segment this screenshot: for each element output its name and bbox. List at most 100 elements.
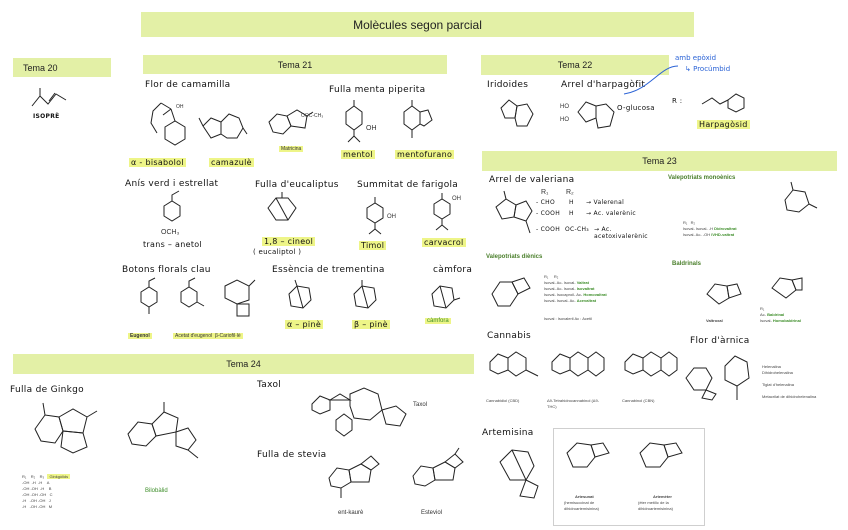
valerenic-row-1-result: → Valerenal xyxy=(586,199,625,206)
ginkgo-j-r2: -OH xyxy=(29,498,37,503)
matricin-structure xyxy=(268,109,314,135)
harpagoside-r: R : xyxy=(672,97,683,105)
ginkgo-col-r3: R₃ xyxy=(39,474,45,479)
ginkgo-j-r3: -OH xyxy=(38,498,46,503)
matricin-ester: OOC-CH₃ xyxy=(301,113,324,119)
bisabolol-structure xyxy=(150,102,186,146)
homovaltrat: Homovaltrat xyxy=(583,292,607,297)
section-tema-23: Tema 23 xyxy=(482,151,837,171)
artesunate-structure xyxy=(566,442,610,468)
valtrat: Valtrat xyxy=(576,280,589,285)
dienic-table: R₁ R₂ Isoval- Ac- Isoval- Valtrat Isoval… xyxy=(544,274,607,303)
ginkgo-a-r2: -H xyxy=(31,480,36,485)
harpagoside-ho1: HO xyxy=(560,104,569,110)
helenalin-structure xyxy=(685,367,717,401)
eugenol-label: Eugenol xyxy=(128,333,152,339)
fulla-eucaliptus-heading: Fulla d'eucaliptus xyxy=(255,180,339,190)
valepotriats-dienics-heading: Valepotriats diènics xyxy=(486,254,543,260)
chamazulene-structure xyxy=(198,113,248,139)
artemether-label: Artemèter xyxy=(653,494,672,499)
anethole-structure xyxy=(163,190,181,222)
acevaltrat: Acevaltrat xyxy=(576,298,597,303)
steviol-label: Esteviol xyxy=(421,510,443,516)
eugenol-acetate-structure xyxy=(180,277,205,308)
ginkgo-j: J xyxy=(48,498,51,503)
taxol-heading: Taxol xyxy=(257,380,282,390)
baldrinal: Baldrinal xyxy=(767,312,785,317)
menthol-oh: OH xyxy=(366,125,377,132)
ginkgo-b-r2: -OH xyxy=(30,486,38,491)
section-tema-20: Tema 20 xyxy=(13,58,111,77)
bilobalide-label: Bilobàlid xyxy=(145,488,168,494)
camphor-structure xyxy=(431,285,461,309)
ginkgo-c-r3: -OH xyxy=(38,492,47,497)
menthofuran-structure xyxy=(403,100,433,138)
beta-pinene-label: β – pinè xyxy=(352,320,390,329)
essencia-heading: Essència de trementina xyxy=(272,265,385,275)
baldrinals-heading: Baldrinals xyxy=(672,261,702,267)
valtroxal-label: Valtroxal xyxy=(706,318,723,323)
helenalina: Helenalina xyxy=(762,364,781,369)
fulla-menta-heading: Fulla menta piperita xyxy=(329,85,426,95)
iridoides-heading: Iridoides xyxy=(487,80,529,90)
ginkgo-b-r1: -OH xyxy=(22,486,30,491)
valerenic-row-3-result: → Ac. acetoxivalerènic xyxy=(594,226,648,240)
valerenic-row-2-r1: - COOH xyxy=(536,210,561,217)
dihidrohelenalina: Dihidrohelenalina xyxy=(762,370,793,375)
arnica-table: Helenalina Dihidrohelenalina Tiglat d'he… xyxy=(762,364,816,400)
monoenic-structure xyxy=(784,181,818,213)
section-tema-20-label: Tema 20 xyxy=(23,62,58,73)
ivhd-valtrat: IVHD-valtrat xyxy=(711,232,735,237)
harpagoside-glucose: O-glucosa xyxy=(617,104,655,112)
ent-kaurene-structure xyxy=(328,455,380,498)
ginkgo-m-r2: -OH xyxy=(29,504,37,509)
eugenol-structure xyxy=(140,277,158,314)
camphor-heading: càmfora xyxy=(433,265,473,275)
anis-heading: Anís verd i estrellat xyxy=(125,179,219,189)
arrel-harpagofit-heading: Arrel d'harpagòfit xyxy=(561,80,646,90)
summitat-heading: Summitat de farigola xyxy=(357,180,459,190)
beta-pinene-structure xyxy=(353,280,377,309)
eucalyptol-label: ( eucaliptol ) xyxy=(253,248,302,256)
ginkgo-a-r1: -OH xyxy=(22,480,30,485)
artemisinin-derivatives-box xyxy=(553,428,705,526)
thymol-structure xyxy=(366,197,384,235)
ginkgo-c: C xyxy=(49,492,53,497)
caryophyllene-structure xyxy=(224,279,256,317)
procumbide-note: ↳ Procúmbid xyxy=(685,65,731,73)
valtroxal-structure xyxy=(706,283,742,305)
valerenic-r2-head: R₂ xyxy=(566,189,574,196)
caryophyllene-label: β-Cariofil·lè xyxy=(213,333,243,339)
ginkgo-heading: Fulla de Ginkgo xyxy=(10,385,84,395)
metacrilat-dihidrohelenalina: Metacrilat de dihidrohelenalina xyxy=(762,394,817,399)
homobaldrinal: Homobaldrinal xyxy=(772,318,801,323)
ginkgo-c-r2: -OH xyxy=(30,492,38,497)
thymol-label: Timol xyxy=(359,241,387,250)
eugenol-acetate-label: Acetat d'eugenol xyxy=(173,333,215,339)
ginkgo-j-r1: -H xyxy=(22,498,27,503)
thc-structure xyxy=(551,351,605,377)
ginkgo-m-r1: -H xyxy=(22,504,27,509)
camphor-label: càmfora xyxy=(425,318,451,324)
monoenic-r1: R₁ xyxy=(683,220,688,225)
alpha-pinene-structure xyxy=(288,279,312,309)
anethole-label: trans – anetol xyxy=(143,240,203,249)
page-title-bar: Molècules segon parcial xyxy=(141,12,694,37)
thymol-oh: OH xyxy=(387,214,396,220)
ginkgo-a-r3: -H xyxy=(38,480,43,485)
stevia-heading: Fulla de stevia xyxy=(257,450,327,460)
valerenic-row-1-r2: H xyxy=(569,199,574,206)
section-tema-21-label: Tema 21 xyxy=(277,59,313,70)
ginkgolide-structure xyxy=(34,402,98,454)
section-tema-22: Tema 22 xyxy=(481,55,669,75)
cineole-label: 1,8 – cineol xyxy=(262,237,316,246)
harpagoside-label: Harpagòsid xyxy=(697,120,750,129)
ginkgo-col-r1: R₁ xyxy=(22,474,27,479)
artemisina-heading: Artemisina xyxy=(482,428,534,438)
cinnamoyl-structure xyxy=(701,93,745,113)
didrovaltrat: Didrovaltrat xyxy=(714,226,737,231)
botons-heading: Botons florals clau xyxy=(122,265,211,275)
flor-camamilla-heading: Flor de camamilla xyxy=(145,80,231,90)
alpha-pinene-label: α – pinè xyxy=(285,320,324,329)
monoenic-table: R₁ R₂ Isoval- Isoval- -H Didrovaltrat Is… xyxy=(683,220,737,237)
